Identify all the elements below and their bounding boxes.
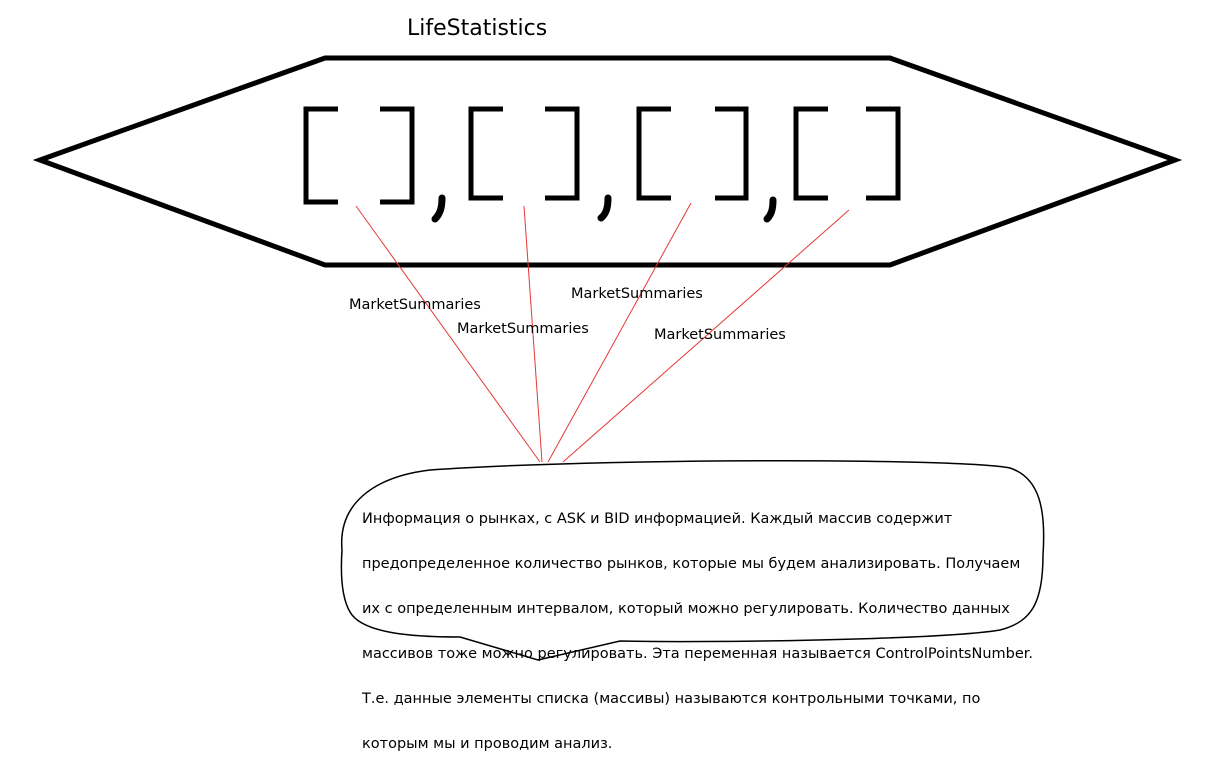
callout-line: которым мы и проводим анализ. [362, 735, 613, 752]
callout-line: массивов тоже можно регулировать. Эта пе… [362, 645, 1033, 662]
array-bracket-4 [793, 106, 901, 201]
callout-bubble [340, 459, 1045, 661]
hexagon-container [32, 55, 1183, 268]
array-bracket-3 [636, 106, 749, 201]
array-bracket-2 [468, 106, 580, 201]
diagram-title: LifeStatistics [407, 16, 548, 41]
callout-line: Информация о рынках, с ASK и BID информа… [362, 510, 953, 527]
array-bracket-1 [303, 106, 415, 205]
callout-line: Т.е. данные элементы списка (массивы) на… [362, 690, 981, 707]
label-market-summaries-1: MarketSummaries [349, 297, 481, 313]
comma-2 [597, 194, 612, 222]
connector-line-2 [523, 205, 543, 463]
connector-line-3 [547, 202, 692, 463]
comma-1 [431, 194, 446, 223]
diagram-canvas [32, 55, 1183, 661]
connector-line-1 [355, 205, 541, 463]
label-market-summaries-4: MarketSummaries [654, 327, 786, 343]
callout-text: Информация о рынках, с ASK и BID информа… [362, 485, 1052, 778]
label-market-summaries-3: MarketSummaries [571, 286, 703, 302]
callout-line: их с определенным интервалом, который мо… [362, 600, 1010, 617]
label-market-summaries-2: MarketSummaries [457, 321, 589, 337]
comma-3 [763, 196, 777, 223]
callout-line: предопределенное количество рынков, кото… [362, 555, 1021, 572]
connector-line-4 [562, 209, 850, 463]
